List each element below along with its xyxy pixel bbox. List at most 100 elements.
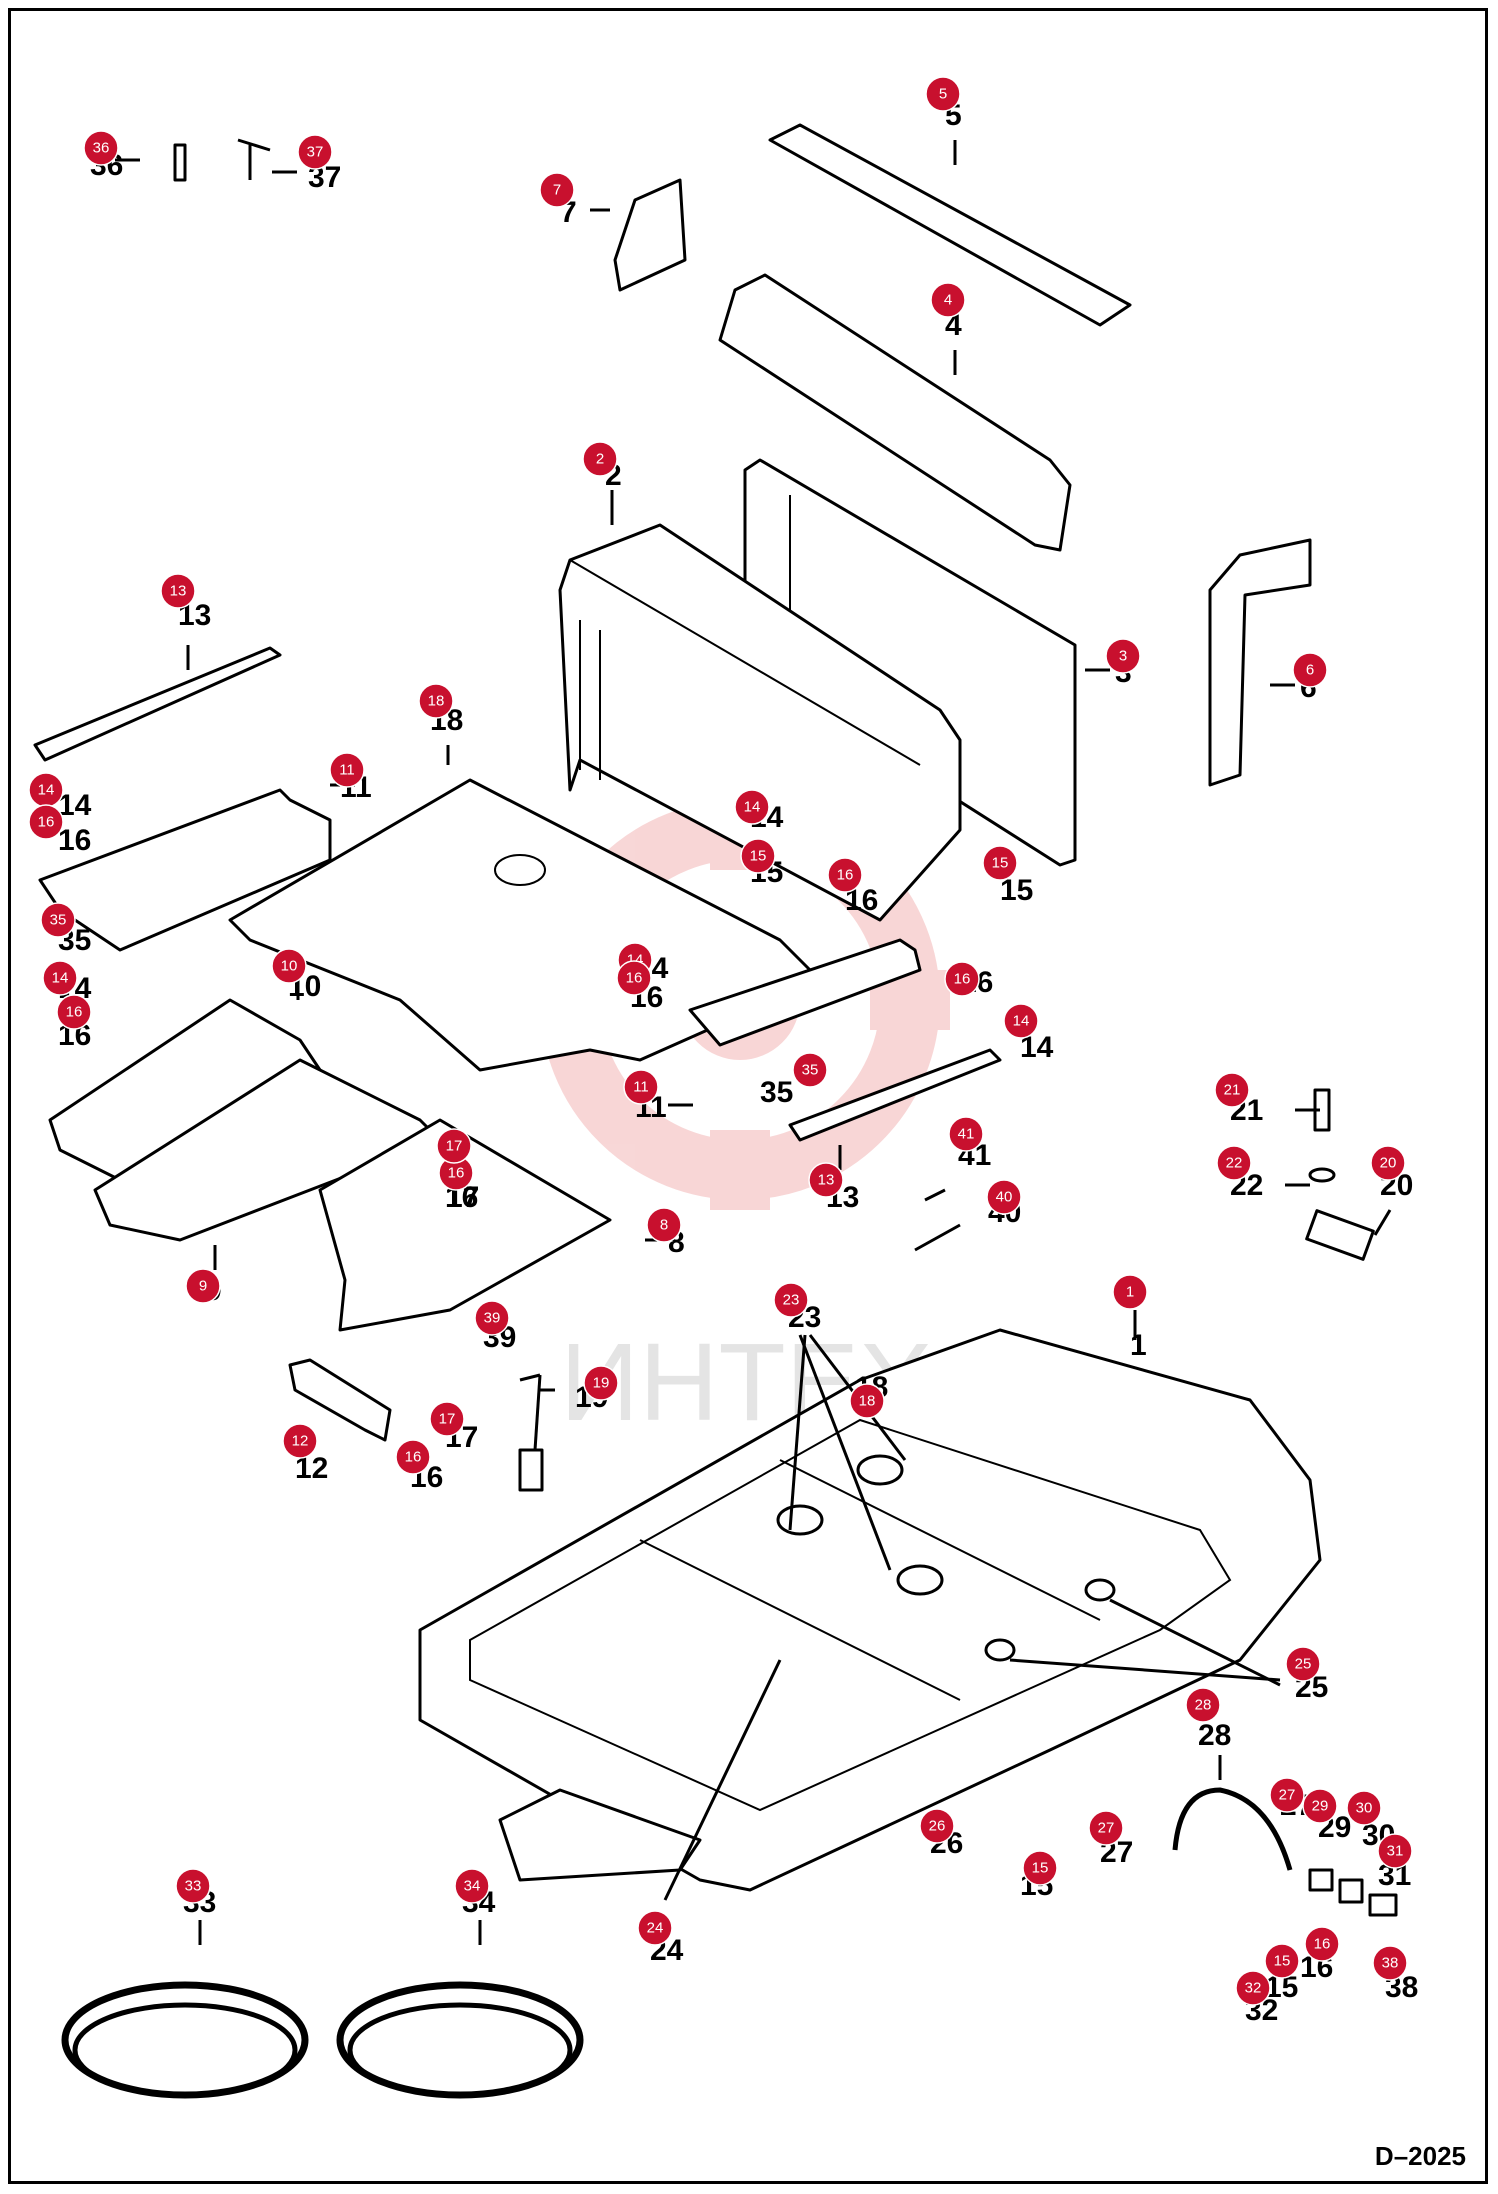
callout-bubble: 15: [1264, 1943, 1300, 1979]
part-8-shape: [318, 1118, 612, 1332]
part-11-right-shape: [688, 938, 922, 1047]
svg-text:23: 23: [783, 1292, 800, 1309]
part-13-lower-shape: [788, 1048, 1002, 1142]
svg-text:2: 2: [596, 451, 604, 468]
callout-bubble: 27: [1269, 1777, 1305, 1813]
svg-text:16: 16: [448, 1165, 465, 1182]
svg-text:31: 31: [1387, 1843, 1404, 1860]
svg-text:11: 11: [339, 762, 355, 779]
svg-text:39: 39: [484, 1310, 501, 1327]
callout-bubble: 24: [637, 1910, 673, 1946]
svg-text:11: 11: [633, 1079, 649, 1096]
callout-bubble: 11: [329, 752, 365, 788]
callout-bubble: 10: [271, 948, 307, 984]
drawing-number: D–2025: [1374, 2141, 1466, 2171]
callout-bubble: 33: [175, 1868, 211, 1904]
callout-bubble: 39: [474, 1300, 510, 1336]
callout-bubble: 13: [160, 573, 196, 609]
callout-bubble: 11: [623, 1069, 659, 1105]
callout-bubble: 31: [1377, 1833, 1413, 1869]
callout-bubble: 41: [948, 1116, 984, 1152]
part-19-shape: [518, 1373, 544, 1492]
callout-bubble: 3: [1105, 638, 1141, 674]
svg-text:21: 21: [1224, 1082, 1241, 1099]
part-36-bolt: [173, 143, 187, 182]
part-number-label: 28: [1198, 1719, 1231, 1752]
part-number-label: 14: [58, 789, 92, 822]
svg-text:16: 16: [66, 1004, 83, 1021]
callout-bubble: 19: [583, 1365, 619, 1401]
svg-text:41: 41: [958, 1126, 975, 1143]
part-34-hose: [336, 1981, 584, 2099]
part-6-shape: [1208, 538, 1312, 787]
callout-bubble: 14: [734, 789, 770, 825]
part-12-shape: [288, 1358, 392, 1442]
svg-text:16: 16: [837, 867, 854, 884]
callout-bubble: 32: [1235, 1970, 1271, 2006]
svg-text:7: 7: [553, 182, 561, 199]
callout-bubble: 16: [827, 857, 863, 893]
callout-bubble: 9: [185, 1268, 221, 1304]
svg-text:15: 15: [992, 855, 1009, 872]
svg-text:29: 29: [1312, 1798, 1329, 1815]
svg-text:14: 14: [744, 799, 761, 816]
svg-text:26: 26: [929, 1818, 946, 1835]
svg-text:24: 24: [647, 1920, 664, 1937]
svg-text:16: 16: [405, 1449, 422, 1466]
part-5-shape: [768, 123, 1132, 327]
part-number-label: 16: [58, 824, 91, 857]
svg-text:27: 27: [1098, 1820, 1115, 1837]
callout-bubble: 25: [1285, 1646, 1321, 1682]
part-1-frame: [418, 1328, 1322, 1892]
svg-text:34: 34: [464, 1878, 481, 1895]
svg-text:16: 16: [1314, 1936, 1331, 1953]
callout-bubble: 28: [1185, 1687, 1221, 1723]
callout-bubble: 12: [282, 1423, 318, 1459]
svg-text:13: 13: [170, 583, 187, 600]
callout-bubble: 15: [1022, 1850, 1058, 1886]
leader-lines: [115, 140, 1392, 1945]
part-13-top-shape: [33, 646, 282, 762]
part-37-key: [237, 138, 271, 180]
svg-text:9: 9: [199, 1278, 207, 1295]
svg-text:17: 17: [439, 1411, 456, 1428]
callout-bubble: 26: [919, 1808, 955, 1844]
svg-text:15: 15: [750, 848, 767, 865]
callout-bubble: 16: [28, 804, 64, 840]
svg-text:1: 1: [1126, 1284, 1134, 1301]
svg-text:35: 35: [50, 912, 67, 929]
callout-bubble: 35: [40, 902, 76, 938]
svg-text:13: 13: [818, 1172, 835, 1189]
svg-text:16: 16: [38, 814, 55, 831]
part-29-fitting: [1308, 1868, 1334, 1892]
callout-bubble: 16: [438, 1155, 474, 1191]
svg-text:4: 4: [944, 292, 952, 309]
callout-bubble: 23: [773, 1282, 809, 1318]
callout-bubble: 17: [436, 1128, 472, 1164]
callout-bubble: 22: [1216, 1145, 1252, 1181]
svg-text:5: 5: [939, 86, 947, 103]
callout-bubble: 20: [1370, 1145, 1406, 1181]
callout-bubble: 18: [418, 683, 454, 719]
callout-bubble: 14: [28, 772, 64, 808]
part-number-label: 1: [1130, 1329, 1147, 1362]
part-20-shape: [1305, 1209, 1375, 1261]
svg-text:12: 12: [292, 1433, 309, 1450]
svg-text:18: 18: [428, 693, 445, 710]
callout-bubble: 15: [740, 838, 776, 874]
svg-text:15: 15: [1274, 1953, 1291, 1970]
svg-text:38: 38: [1382, 1955, 1399, 1972]
svg-text:10: 10: [281, 958, 298, 975]
svg-text:15: 15: [1032, 1860, 1049, 1877]
svg-text:37: 37: [307, 144, 324, 161]
part-number-label: 35: [760, 1076, 793, 1109]
callout-bubble: 29: [1302, 1788, 1338, 1824]
callout-bubble: 16: [1304, 1926, 1340, 1962]
callout-bubble: 18: [849, 1383, 885, 1419]
callout-bubble: 34: [454, 1868, 490, 1904]
callout-bubble: 4: [930, 282, 966, 318]
callout-bubble: 16: [395, 1439, 431, 1475]
callout-bubble: 15: [982, 845, 1018, 881]
part-7-shape: [613, 178, 687, 292]
callout-bubble: 40: [986, 1179, 1022, 1215]
